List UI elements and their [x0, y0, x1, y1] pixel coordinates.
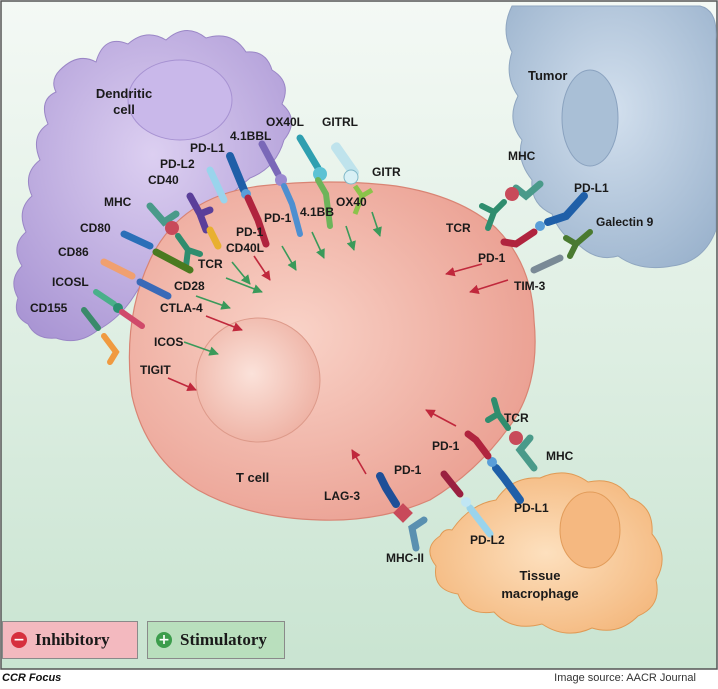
plus-icon: + — [156, 632, 172, 648]
receptor-cd86 — [100, 258, 172, 300]
legend-inhibitory: − Inhibitory — [2, 621, 138, 659]
label-pdl2-dc: PD-L2 — [160, 157, 195, 171]
label-pd1-mac-2: PD-1 — [394, 463, 422, 477]
label-cd86: CD86 — [58, 245, 89, 259]
receptor-cd155-tigit — [81, 307, 120, 365]
label-icos: ICOS — [154, 335, 183, 349]
tumor-nucleus — [561, 69, 619, 167]
label-pdl2-mac: PD-L2 — [470, 533, 505, 547]
label-gitr: GITR — [372, 165, 401, 179]
label-mhcii: MHC-II — [386, 551, 424, 565]
label-macrophage-2: macrophage — [501, 586, 578, 601]
label-tigit: TIGIT — [140, 363, 171, 377]
label-ox40l: OX40L — [266, 115, 304, 129]
signal-arrows — [167, 211, 509, 475]
label-mhc-tumor: MHC — [508, 149, 536, 163]
label-gitrl: GITRL — [322, 115, 358, 129]
receptor-pdl1-pd1-mac — [464, 430, 524, 504]
footer-left: CCR Focus — [2, 672, 62, 684]
t-cell-nucleus — [195, 317, 321, 443]
label-cd155: CD155 — [30, 301, 68, 315]
label-tumor: Tumor — [528, 68, 567, 83]
receptor-icosl-icos — [93, 289, 145, 329]
label-pdl1-tumor: PD-L1 — [574, 181, 609, 195]
label-41bbl: 4.1BBL — [230, 129, 271, 143]
label-cd28: CD28 — [174, 279, 205, 293]
receptor-pdl2-dc — [206, 166, 228, 204]
label-dendritic-cell: Dendritic — [96, 86, 152, 101]
label-macrophage: Tissue — [520, 568, 561, 583]
receptor-mhcii-lag3 — [376, 472, 428, 552]
receptor-mhc-tcr-mac — [485, 397, 538, 472]
label-mhc-mac: MHC — [546, 449, 574, 463]
label-cd40: CD40 — [148, 173, 179, 187]
label-pd1-dc: PD-1 — [264, 211, 292, 225]
receptor-gitrl-gitr — [331, 142, 374, 215]
label-cd40l: CD40L — [226, 241, 264, 255]
label-galectin9: Galectin 9 — [596, 215, 654, 229]
receptor-galectin9-tim3 — [530, 229, 593, 274]
label-cd80: CD80 — [80, 221, 111, 235]
label-tim3: TIM-3 — [514, 279, 546, 293]
dendritic-nucleus — [127, 59, 233, 141]
label-t-cell: T cell — [236, 470, 269, 485]
label-ox40: OX40 — [336, 195, 367, 209]
label-mhc-dc: MHC — [104, 195, 132, 209]
label-tcr-mac: TCR — [504, 411, 529, 425]
legend-stimulatory: + Stimulatory — [147, 621, 285, 659]
label-pdl1-mac: PD-L1 — [514, 501, 549, 515]
receptor-41bbl-41bb — [258, 140, 303, 237]
label-icosl: ICOSL — [52, 275, 89, 289]
label-lag3: LAG-3 — [324, 489, 360, 503]
receptor-cd40-cd40l — [186, 192, 222, 250]
label-tcr-tumor: TCR — [446, 221, 471, 235]
label-ctla4: CTLA-4 — [160, 301, 203, 315]
macrophage-nucleus — [559, 491, 621, 569]
receptor-pdl2-pd1-mac — [440, 470, 494, 538]
label-41bb: 4.1BB — [300, 205, 334, 219]
footer-right: Image source: AACR Journal — [554, 672, 696, 684]
label-pd1-tumor: PD-1 — [478, 251, 506, 265]
label-tcr-dc: TCR — [198, 257, 223, 271]
minus-icon: − — [11, 632, 27, 648]
receptor-mhc-tcr-dc — [146, 202, 203, 269]
receptor-ox40l-ox40 — [296, 134, 333, 229]
legend-inhibitory-label: Inhibitory — [35, 630, 110, 649]
label-pdl1-dc: PD-L1 — [190, 141, 225, 155]
receptor-cd80 — [120, 230, 194, 274]
label-pd1-dc-2: PD-1 — [236, 225, 264, 239]
legend-stimulatory-label: Stimulatory — [180, 630, 267, 649]
receptor-mhc-tcr-tumor — [479, 180, 544, 231]
label-dendritic-cell-2: cell — [113, 102, 135, 117]
receptor-pdl1-pd1-dc — [226, 152, 270, 248]
label-pd1-mac-1: PD-1 — [432, 439, 460, 453]
receptor-pdl1-pd1-tumor — [500, 192, 588, 248]
